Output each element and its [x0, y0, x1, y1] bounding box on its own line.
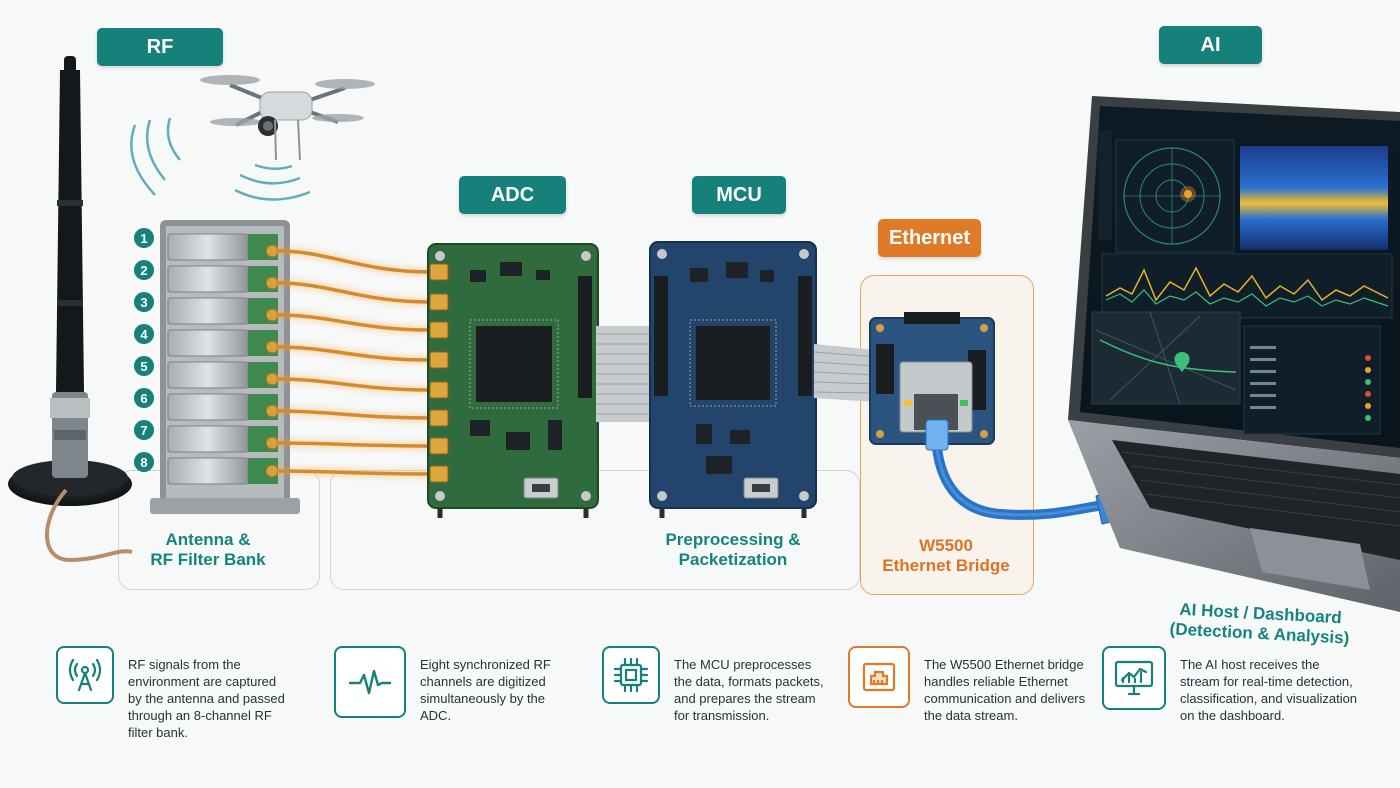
drone: [200, 75, 375, 160]
mcu-board: [650, 242, 816, 518]
laptop: [1068, 96, 1400, 612]
description-mcu: The MCU preprocesses the data, formats p…: [602, 646, 852, 736]
description-text: Eight synchronized RF channels are digit…: [420, 656, 551, 724]
channel-badge: 1: [134, 228, 154, 248]
channel-badge: 8: [134, 452, 154, 472]
antenna-caption: Antenna & RF Filter Bank: [120, 530, 296, 570]
channel-badge: 5: [134, 356, 154, 376]
channel-badge: 3: [134, 292, 154, 312]
description-text: RF signals from the environment are capt…: [128, 656, 285, 741]
rf-waves: [131, 118, 310, 200]
description-host: The AI host receives the stream for real…: [1102, 646, 1392, 736]
adc-board: [428, 244, 598, 518]
channel-badge: 6: [134, 388, 154, 408]
waveform-icon: [334, 646, 406, 718]
mcu-caption: Preprocessing & Packetization: [650, 530, 816, 570]
antenna-icon: [56, 646, 114, 704]
channel-badge: 2: [134, 260, 154, 280]
ribbon-cable-mcu-w5500: [814, 344, 876, 402]
description-text: The MCU preprocesses the data, formats p…: [674, 656, 824, 724]
description-text: The W5500 Ethernet bridge handles reliab…: [924, 656, 1085, 724]
channel-badge: 7: [134, 420, 154, 440]
copper-cables: [278, 251, 430, 474]
description-ethernet: The W5500 Ethernet bridge handles reliab…: [848, 646, 1098, 736]
chip-icon: [602, 646, 660, 704]
description-text: The AI host receives the stream for real…: [1180, 656, 1357, 724]
channel-badge: 4: [134, 324, 154, 344]
ethernet-port-icon: [848, 646, 910, 708]
description-adc: Eight synchronized RF channels are digit…: [334, 646, 584, 736]
monitor-chart-icon: [1102, 646, 1166, 710]
antenna: [8, 56, 132, 560]
ribbon-cable-adc-mcu: [596, 326, 654, 422]
description-rf: RF signals from the environment are capt…: [56, 646, 316, 736]
w5500-caption: W5500 Ethernet Bridge: [864, 536, 1028, 576]
